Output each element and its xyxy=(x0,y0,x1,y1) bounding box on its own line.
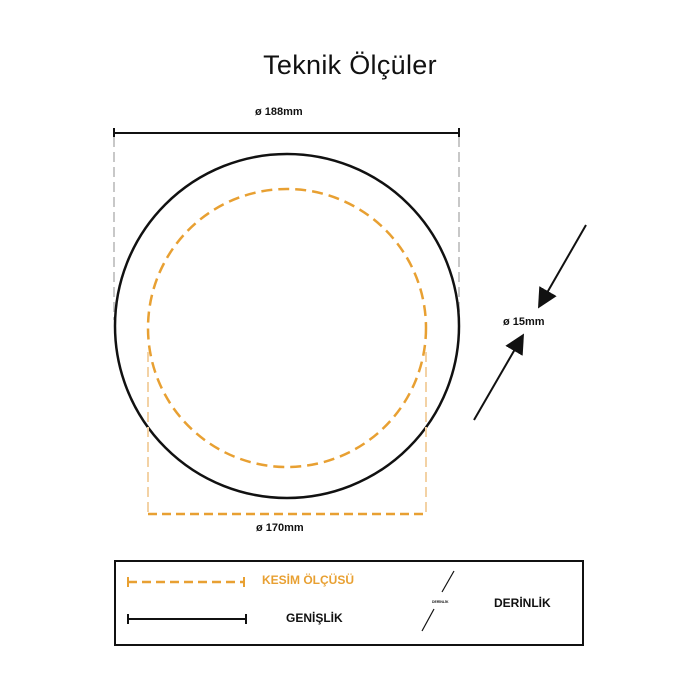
legend-depth-marker-text: DERİNLİK xyxy=(432,600,449,604)
legend-width-label: GENİŞLİK xyxy=(286,611,343,625)
outer-circle xyxy=(113,152,461,500)
depth-arrow-bottom xyxy=(473,333,525,421)
legend-box: DERİNLİK KESİM ÖLÇÜSÜ GENİŞLİK DERİNLİK xyxy=(114,560,584,646)
legend-depth-swatch-top xyxy=(441,570,455,593)
outer-diameter-label: ø 188mm xyxy=(255,106,303,118)
cut-diameter-label: ø 170mm xyxy=(256,522,304,534)
legend-cut-label: KESİM ÖLÇÜSÜ xyxy=(262,573,355,587)
cut-circle xyxy=(146,187,428,469)
depth-label: ø 15mm xyxy=(503,316,545,328)
depth-arrow-top xyxy=(538,224,587,309)
page-title: Teknik Ölçüler xyxy=(263,50,437,80)
legend-depth-label: DERİNLİK xyxy=(494,596,551,610)
legend-graphics: DERİNLİK xyxy=(127,570,455,632)
legend-depth-swatch-bottom xyxy=(421,608,435,632)
